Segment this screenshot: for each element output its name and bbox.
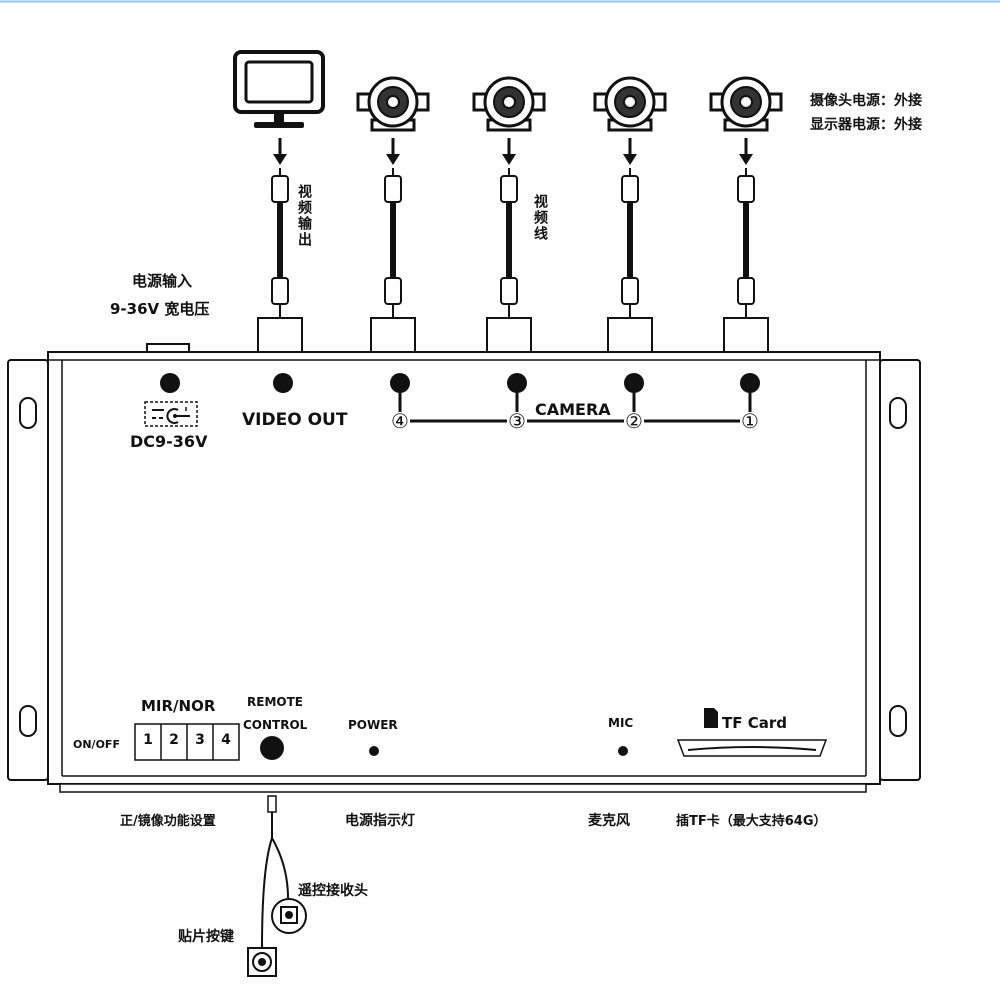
video-output-label: 视频输出: [296, 184, 312, 248]
sd-card-icon: [704, 708, 718, 728]
mirror-setting-note: 正/镜像功能设置: [120, 814, 216, 829]
connector-sockets: [146, 317, 769, 355]
dc-polarity-icon: [144, 401, 198, 427]
mic-label: MIC: [608, 716, 634, 730]
camera-number-2: ②: [625, 409, 643, 433]
camera-icon-4: [356, 76, 430, 132]
dip-switch[interactable]: [134, 723, 240, 761]
remote-receiver-icon: [271, 898, 307, 934]
camera-label: CAMERA: [535, 400, 611, 419]
monitor-icon: [233, 50, 325, 128]
mic-hole: [618, 746, 628, 756]
camera-number-4: ④: [391, 409, 409, 433]
camera-icon-3: [472, 76, 546, 132]
video-out-port: [273, 373, 293, 393]
remote-control-jack: [260, 736, 284, 760]
camera-port-3: [507, 373, 527, 393]
power-voltage-label: 9-36V 宽电压: [110, 300, 210, 318]
cable-video-out: [271, 138, 289, 318]
power-label: POWER: [348, 718, 398, 732]
camera-number-1: ①: [741, 409, 759, 433]
remote-wiring: [261, 795, 289, 949]
dip-switch-1[interactable]: 1: [143, 732, 153, 748]
camera-bracket: [398, 393, 752, 423]
camera-number-3: ③: [508, 409, 526, 433]
dc-port-label: DC9-36V: [130, 432, 208, 451]
dc-power-port: [160, 373, 180, 393]
patch-button-note: 贴片按键: [178, 929, 234, 945]
microphone-note: 麦克风: [588, 813, 630, 829]
power-indicator-note: 电源指示灯: [345, 813, 415, 829]
power-led: [369, 746, 379, 756]
camera-port-2: [624, 373, 644, 393]
tf-insert-note: 插TF卡（最大支持64G）: [676, 814, 827, 829]
remote-label-line1: REMOTE: [247, 695, 303, 709]
dip-switch-2[interactable]: 2: [169, 732, 179, 748]
tf-card-label: TF Card: [722, 714, 787, 732]
cable-camera-1: [737, 138, 755, 318]
camera-power-note: 摄像头电源：外接: [810, 93, 922, 109]
video-out-label: VIDEO OUT: [242, 410, 348, 430]
camera-icon-1: [709, 76, 783, 132]
video-cable-label: 视频线: [532, 194, 548, 242]
cable-camera-4: [384, 138, 402, 318]
remote-label-line2: CONTROL: [243, 718, 308, 732]
dip-switch-3[interactable]: 3: [195, 732, 205, 748]
camera-icon-2: [593, 76, 667, 132]
cable-camera-3: [500, 138, 518, 318]
power-input-label: 电源输入: [132, 272, 193, 290]
tf-card-slot[interactable]: [676, 739, 828, 757]
camera-port-1: [740, 373, 760, 393]
camera-port-4: [390, 373, 410, 393]
dip-switch-4[interactable]: 4: [221, 732, 231, 748]
patch-button-icon: [247, 947, 277, 977]
cable-camera-2: [621, 138, 639, 318]
remote-receiver-note: 遥控接收头: [298, 883, 368, 899]
device-enclosure: [7, 351, 921, 793]
on-off-label: ON/OFF: [73, 738, 120, 751]
monitor-power-note: 显示器电源：外接: [810, 117, 922, 133]
mir-nor-label: MIR/NOR: [141, 697, 216, 715]
